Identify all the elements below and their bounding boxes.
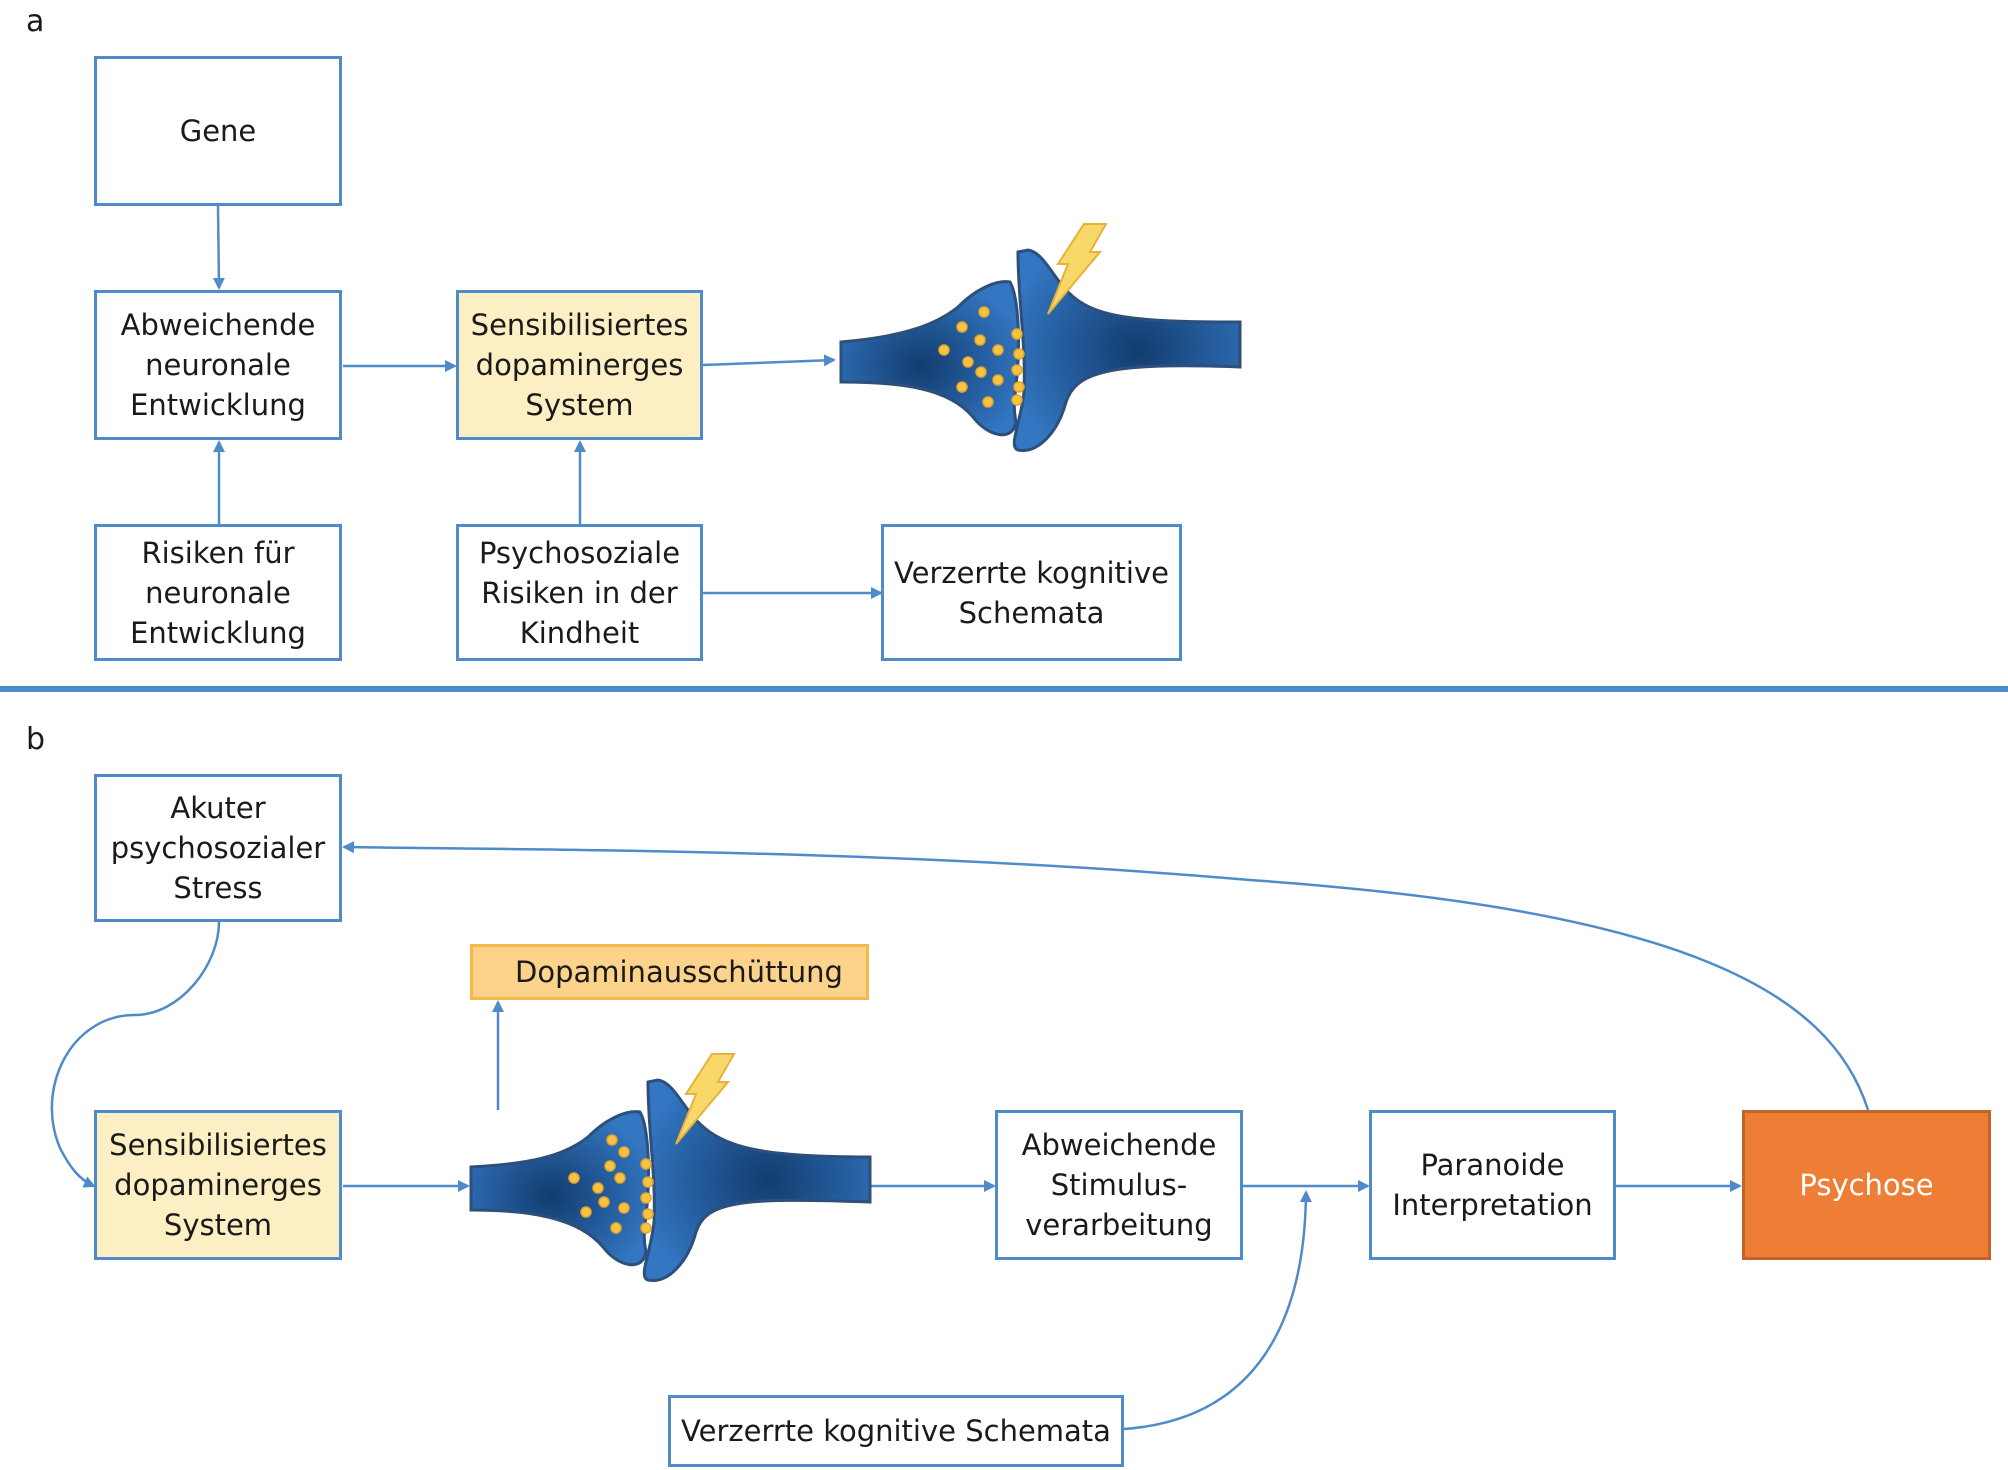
box-sensibilisiertes-system-b: Sensibilisiertes dopaminerges System [94,1110,342,1260]
box-psychosoziale-risiken: Psychosoziale Risiken in der Kindheit [456,524,703,661]
box-abweichende-entwicklung: Abweichende neuronale Entwicklung [94,290,342,440]
box-verzerrte-schemata-a: Verzerrte kognitive Schemata [881,524,1182,661]
lightning-icon [675,1053,736,1145]
panel-label-a: a [26,4,45,39]
box-psychose: Psychose [1742,1110,1991,1260]
box-paranoide-interpretation: Paranoide Interpretation [1369,1110,1616,1260]
arrow-verzerrte-to-line [1123,1190,1312,1431]
arrow-gene-to-entwicklung [212,205,225,290]
arrow-stress-to-system [50,921,221,1188]
box-dopaminausschuettung: Dopaminausschüttung [470,944,869,1000]
box-akuter-stress: Akuter psychosozialer Stress [94,774,342,922]
box-abweichende-stimulusverarbeitung: Abweichende Stimulus- verarbeitung [995,1110,1243,1260]
arrow-psychose-to-stress [342,841,1870,1111]
synapse-icon [469,1053,872,1282]
arrow-system-to-synapse-a [702,354,836,367]
panel-label-b: b [26,722,46,757]
box-verzerrte-schemata-b: Verzerrte kognitive Schemata [668,1395,1124,1467]
box-sensibilisiertes-system-a: Sensibilisiertes dopaminerges System [456,290,703,440]
box-risiken: Risiken für neuronale Entwicklung [94,524,342,661]
synapse-icon [839,223,1242,452]
box-gene: Gene [94,56,342,206]
lightning-icon [1047,223,1108,315]
